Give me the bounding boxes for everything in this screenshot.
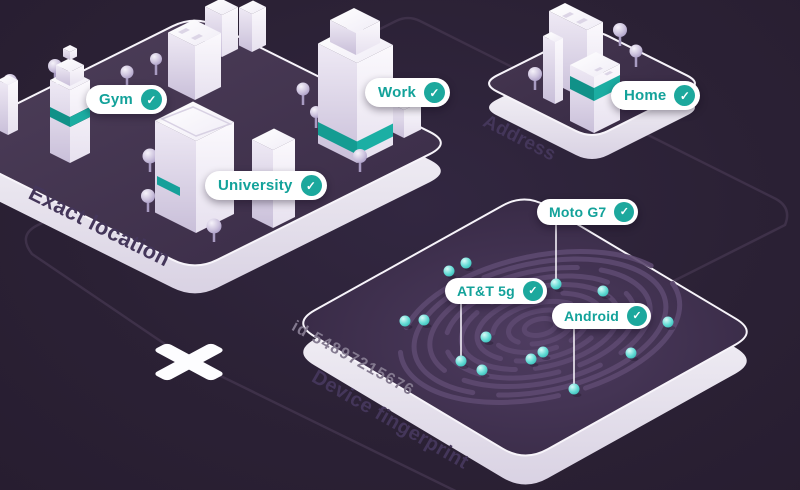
building-home bbox=[570, 52, 620, 133]
badge-home-label: Home bbox=[624, 87, 667, 104]
badge-moto-g7-label: Moto G7 bbox=[549, 204, 607, 220]
badge-work: Work ✓ bbox=[365, 78, 451, 107]
badge-att-5g-label: AT&T 5g bbox=[457, 283, 515, 299]
check-icon: ✓ bbox=[627, 306, 648, 326]
tree bbox=[629, 44, 643, 67]
badge-att-5g: AT&T 5g ✓ bbox=[445, 278, 547, 304]
building-work bbox=[318, 8, 393, 163]
badge-moto-g7: Moto G7 ✓ bbox=[537, 199, 639, 225]
tree bbox=[353, 149, 367, 172]
building-gym bbox=[50, 45, 90, 163]
check-icon: ✓ bbox=[674, 85, 696, 106]
badge-university-label: University bbox=[218, 177, 293, 194]
check-icon: ✓ bbox=[140, 89, 162, 110]
x-mark-icon bbox=[155, 343, 223, 381]
tree bbox=[150, 53, 162, 75]
building-address-annex bbox=[543, 32, 563, 104]
badge-gym: Gym ✓ bbox=[86, 85, 167, 114]
platform-device-fingerprint bbox=[302, 198, 748, 485]
data-point-dots bbox=[399, 257, 676, 397]
building-midback bbox=[168, 19, 221, 100]
check-icon: ✓ bbox=[300, 175, 322, 196]
tree bbox=[142, 148, 158, 172]
building-back-tower-b bbox=[239, 0, 266, 52]
building-university bbox=[155, 101, 234, 233]
check-icon: ✓ bbox=[614, 202, 635, 222]
tree bbox=[120, 65, 134, 88]
building-left-edge bbox=[0, 75, 18, 135]
tree bbox=[206, 218, 222, 242]
city-buildings-address bbox=[528, 3, 643, 133]
tree bbox=[613, 23, 627, 46]
check-icon: ✓ bbox=[424, 82, 446, 103]
badge-gym-label: Gym bbox=[99, 91, 133, 108]
tree bbox=[141, 189, 155, 212]
building-back-tower-a bbox=[205, 0, 238, 57]
tree bbox=[296, 82, 310, 105]
tree bbox=[528, 67, 542, 90]
badge-android: Android ✓ bbox=[552, 303, 652, 329]
city-buildings-exact-location bbox=[0, 0, 421, 242]
badge-university: University ✓ bbox=[205, 171, 327, 200]
badge-android-label: Android bbox=[564, 308, 620, 324]
badge-home: Home ✓ bbox=[611, 81, 701, 110]
badge-work-label: Work bbox=[378, 84, 417, 101]
badge-connector-lines bbox=[460, 222, 575, 386]
check-icon: ✓ bbox=[522, 281, 543, 301]
